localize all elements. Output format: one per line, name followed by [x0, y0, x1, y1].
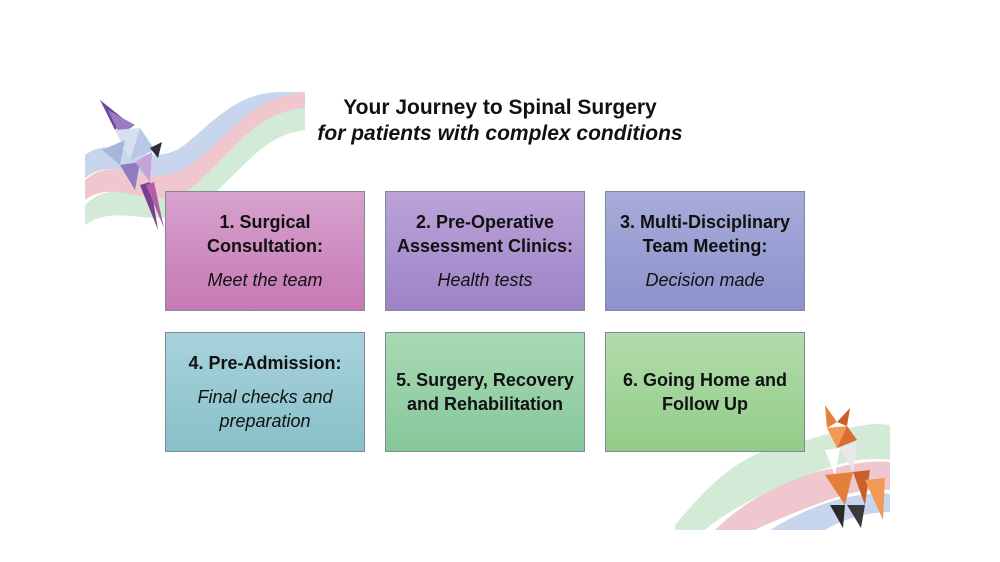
step-title: 1. Surgical Consultation:: [207, 212, 323, 256]
ribbon-green: [85, 105, 305, 225]
step-card-surgical-consultation: 1. Surgical Consultation: Meet the team: [165, 191, 365, 311]
step-description: Decision made: [645, 270, 765, 290]
step-card-pre-operative-assessment: 2. Pre-Operative Assessment Clinics: Hea…: [385, 191, 585, 311]
title-block: Your Journey to Spinal Surgery for patie…: [250, 95, 750, 147]
ribbon-blue: [770, 493, 890, 530]
page-subtitle: for patients with complex conditions: [317, 122, 683, 145]
step-title: 6. Going Home and Follow Up: [622, 370, 787, 414]
step-description: Meet the team: [207, 270, 323, 290]
bird-icon: [100, 100, 164, 230]
step-card-going-home: 6. Going Home and Follow Up: [605, 332, 805, 452]
step-description: Health tests: [437, 270, 533, 290]
step-description: Final checks and preparation: [197, 387, 333, 431]
step-card-surgery-recovery: 5. Surgery, Recovery and Rehabilitation: [385, 332, 585, 452]
step-title: 2. Pre-Operative Assessment Clinics:: [396, 212, 574, 256]
page-title: Your Journey to Spinal Surgery: [343, 96, 657, 119]
ribbon-blue: [85, 92, 305, 178]
step-title: 5. Surgery, Recovery and Rehabilitation: [396, 370, 574, 414]
bird-illustration: [85, 92, 305, 230]
step-title: 3. Multi-Disciplinary Team Meeting:: [619, 212, 791, 256]
step-title: 4. Pre-Admission:: [188, 353, 342, 373]
fox-icon: [825, 405, 885, 528]
fox-illustration: [675, 405, 890, 530]
step-card-mdt-meeting: 3. Multi-Disciplinary Team Meeting: Deci…: [605, 191, 805, 311]
step-card-pre-admission: 4. Pre-Admission: Final checks and prepa…: [165, 332, 365, 452]
